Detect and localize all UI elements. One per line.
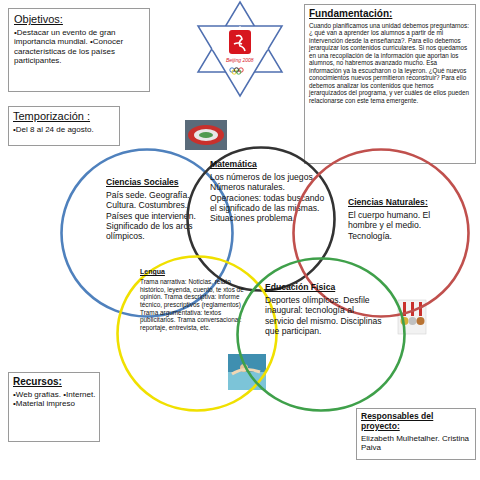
node-heading: Lengua xyxy=(140,268,254,276)
node-body: Cuando planificamos una unidad debemos p… xyxy=(309,22,471,105)
subject-ring: LenguaTrama narrativa: Noticias, relato … xyxy=(116,255,278,412)
node-body: Los números de los juegos. Números natur… xyxy=(210,172,326,224)
node-heading: Temporización : xyxy=(13,110,117,123)
subject-ring: MatemáticaLos números de los juegos. Núm… xyxy=(186,146,336,292)
ring-ellipse xyxy=(188,148,335,291)
subject-ring: Ciencias Naturales: El cuerpo humano. El … xyxy=(292,148,470,318)
text-column: MatemáticaLos números de los juegos. Núm… xyxy=(210,160,326,223)
ring-ellipse xyxy=(118,257,277,411)
text-column: Recursos: •Web grafías. •Internet. •Mater… xyxy=(13,376,97,409)
text-column: Objetivos: •Destacar un evento de gran im… xyxy=(14,13,144,66)
node-body: País sede. Geografía. Cultura. Costumbre… xyxy=(106,190,208,242)
node-heading: Ciencias Sociales xyxy=(106,178,208,188)
stadium-photo xyxy=(185,120,227,150)
node-body: Trama narrativa: Noticias, relato histór… xyxy=(140,278,254,332)
text-column: Educación FísicaDeportes olímpicos. Desf… xyxy=(265,283,383,336)
node-heading: Responsables del proyecto: xyxy=(361,412,473,432)
text-column: Temporización : •Del 8 al 24 de agosto. xyxy=(13,110,117,134)
resources-box: Recursos: •Web grafías. •Internet. •Mater… xyxy=(8,372,100,442)
logo-text: Beijing 2008 xyxy=(226,57,254,63)
rationale-box: Fundamentación: Cuando planificamos una u… xyxy=(304,4,476,164)
node-heading: Ciencias Naturales: xyxy=(348,198,450,208)
node-body: •Destacar un evento de gran importancia … xyxy=(14,28,144,66)
node-heading: Objetivos: xyxy=(14,13,144,26)
node-body: El cuerpo humano. El hombre y el medio. … xyxy=(348,210,450,241)
node-body: •Del 8 al 24 de agosto. xyxy=(13,125,117,135)
beijing-logo xyxy=(229,30,251,74)
responsible-box: Responsables del proyecto: Elizabeth Mulh… xyxy=(356,408,476,460)
text-column: Ciencias Naturales: El cuerpo humano. El … xyxy=(348,198,450,241)
text-column: LenguaTrama narrativa: Noticias, relato … xyxy=(140,268,254,332)
text-column: Ciencias SocialesPaís sede. Geografía. C… xyxy=(106,178,208,241)
text-column: Fundamentación: Cuando planificamos una u… xyxy=(309,8,471,105)
node-heading: Matemática xyxy=(210,160,326,170)
ring-ellipse xyxy=(238,259,405,411)
star-emblem xyxy=(198,2,282,96)
node-heading: Recursos: xyxy=(13,376,97,388)
node-heading: Educación Física xyxy=(265,283,383,293)
node-body: •Web grafías. •Internet. •Material impre… xyxy=(13,390,97,409)
text-column: Responsables del proyecto: Elizabeth Mulh… xyxy=(361,412,473,453)
objectives-box: Objetivos: •Destacar un evento de gran im… xyxy=(8,8,150,92)
node-body: Deportes olímpicos. Desfile inaugural: t… xyxy=(265,295,383,336)
node-heading: Fundamentación: xyxy=(309,8,471,20)
timing-box: Temporización : •Del 8 al 24 de agosto. xyxy=(8,106,120,146)
subject-ring: Educación FísicaDeportes olímpicos. Desf… xyxy=(236,257,406,412)
node-body: Elizabeth Mulhetalher. Cristina Paiva xyxy=(361,434,473,453)
